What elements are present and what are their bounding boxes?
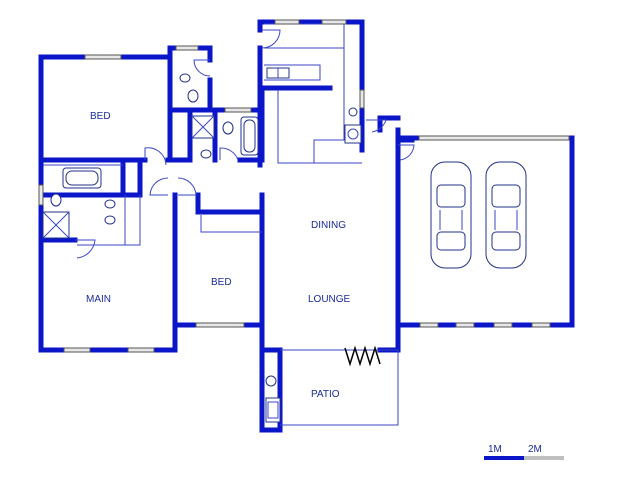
scale-label-2m: 2M [528,444,542,455]
toilet [50,193,62,207]
fixtures [42,67,381,423]
room-labels: BED MAIN BED DINING LOUNGE PATIO [86,111,351,400]
window [127,347,155,353]
wall-bed1 [38,54,173,163]
window [175,45,199,51]
scale-segment-light [524,456,564,460]
car [430,161,472,269]
door [398,144,415,161]
window [84,54,122,60]
window [63,347,91,353]
room-label-bed2: BED [211,277,232,288]
door [149,177,169,196]
room-label-bed1: BED [90,111,111,122]
toilet [187,89,199,103]
fireplace [265,397,281,423]
window [455,322,475,328]
cars [430,161,527,269]
stove [344,124,362,144]
window [224,107,252,113]
scale-segment-dark [484,456,524,460]
door [177,177,197,196]
window [531,322,551,328]
door [193,59,211,77]
window [493,322,513,328]
room-label-lounge: LOUNGE [308,294,351,305]
room-label-patio: PATIO [311,389,340,400]
car [485,161,527,269]
windows [38,19,570,353]
window [195,322,245,328]
door [75,239,96,259]
basin [104,215,116,225]
window [38,184,44,206]
basin [104,199,116,209]
doors [75,29,415,259]
basin [200,149,212,159]
basin [265,375,277,387]
basin [179,73,191,83]
window [419,322,439,328]
door [366,119,387,133]
scale-label-1m: 1M [488,444,502,455]
scale-bar: 1M 2M [484,444,564,460]
basin [348,107,358,117]
room-label-dining: DINING [311,220,346,231]
toilet [222,121,234,135]
door [219,147,239,161]
window [274,19,300,25]
stacking-door [344,345,381,367]
door [144,147,167,166]
window [359,89,365,109]
room-label-main: MAIN [86,294,111,305]
window [321,19,347,25]
window [418,135,570,141]
door [261,29,281,49]
